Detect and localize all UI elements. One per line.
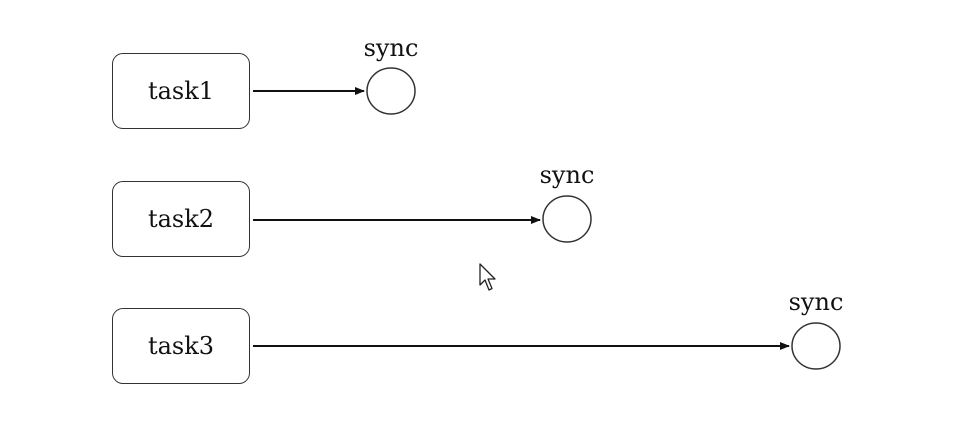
mouse-pointer-icon [479,263,496,291]
task1-box: task1 [112,53,250,129]
task1-label: task1 [147,77,215,105]
task2-sync-label: sync [539,161,595,189]
task3-box: task3 [112,308,250,384]
task3-label: task3 [147,332,215,360]
task3-sync-node [791,322,841,370]
task2-label: task2 [147,205,215,233]
task3-sync-label: sync [788,288,844,316]
task2-sync-node [542,195,592,243]
task1-sync-label: sync [363,34,419,62]
task2-box: task2 [112,181,250,257]
task1-sync-node [366,67,416,115]
